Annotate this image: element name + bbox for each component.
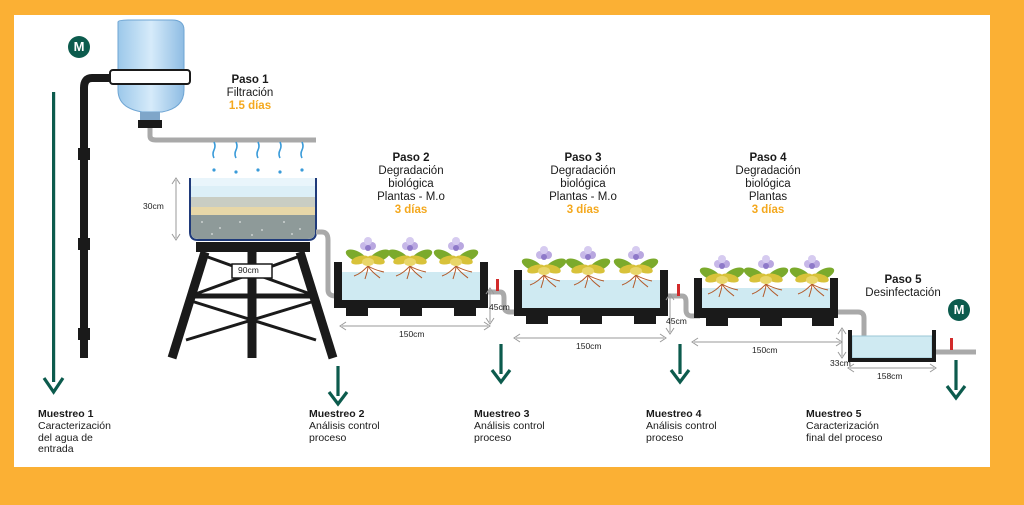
step-1-label: Paso 1 Filtración 1.5 días	[200, 74, 300, 113]
step-1-line: Filtración	[226, 86, 274, 99]
inlet-pipe	[78, 74, 115, 358]
step-3-title: Paso 3	[564, 152, 602, 164]
sample-1-line: Caracterización	[38, 419, 111, 432]
sample-3-title: Muestreo 3	[474, 408, 530, 420]
step-3-line: Degradación	[550, 164, 616, 177]
tank-2	[334, 236, 488, 316]
pipe-tank4-tank5	[838, 309, 867, 336]
sample-4-label: Muestreo 4 Análisis control proceso	[646, 408, 756, 444]
step-2-line: Plantas - M.o	[377, 190, 445, 203]
tank-3	[514, 245, 668, 324]
dimension-lines	[339, 287, 937, 373]
valve-icon	[936, 338, 976, 355]
step-2-label: Paso 2 Degradación biológica Plantas - M…	[356, 152, 466, 216]
step-3-days: 3 días	[566, 203, 600, 216]
tank-5	[848, 330, 936, 362]
step-2-line: biológica	[388, 177, 434, 190]
step-2-line: Degradación	[378, 164, 444, 177]
valve-icon	[488, 279, 520, 315]
sample-5-label: Muestreo 5 Caracterización final del pro…	[806, 408, 926, 444]
sample-2-line: proceso	[309, 431, 347, 444]
sample-1-title: Muestreo 1	[38, 408, 94, 420]
dimension-drop-4-5: 33cm	[830, 358, 851, 368]
sample-1-line: del agua de	[38, 431, 93, 444]
step-2-days: 3 días	[394, 203, 428, 216]
step-5-label: Paso 5 Desinfectación	[848, 274, 958, 300]
step-4-line: Plantas	[748, 190, 788, 203]
step-4-line: biológica	[745, 177, 791, 190]
step-2-title: Paso 2	[392, 152, 430, 164]
dimension-tank2-length: 150cm	[399, 329, 425, 339]
valve-icon	[668, 284, 700, 319]
sample-4-line: proceso	[646, 431, 684, 444]
tank-4	[694, 254, 838, 326]
distribution-pipe	[147, 128, 316, 184]
step-1-days: 1.5 días	[228, 99, 272, 112]
sample-2-line: Análisis control	[309, 419, 380, 432]
sampling-marker-start: M	[68, 36, 90, 58]
dimension-filter-width: 90cm	[238, 265, 259, 275]
dimension-tank3-length: 150cm	[576, 341, 602, 351]
water-jug-icon	[109, 19, 191, 128]
step-4-line: Degradación	[735, 164, 801, 177]
sample-5-line: final del proceso	[806, 431, 883, 444]
sampling-marker-end: M	[948, 299, 970, 321]
sample-4-line: Análisis control	[646, 419, 717, 432]
pipe-filter-tank2	[316, 229, 344, 299]
step-3-line: Plantas - M.o	[549, 190, 617, 203]
sampling-arrow-icon	[669, 342, 691, 384]
sample-2-title: Muestreo 2	[309, 408, 365, 420]
sample-4-title: Muestreo 4	[646, 408, 702, 420]
sample-3-label: Muestreo 3 Análisis control proceso	[474, 408, 584, 444]
step-4-title: Paso 4	[749, 152, 787, 164]
sample-3-line: proceso	[474, 431, 512, 444]
filter-tank	[171, 177, 317, 241]
sample-2-label: Muestreo 2 Análisis control proceso	[309, 408, 419, 444]
step-5-title: Paso 5	[884, 274, 922, 286]
sampling-arrow-icon	[490, 342, 512, 384]
sample-1-label: Muestreo 1 Caracterización del agua de e…	[38, 408, 148, 456]
sample-5-title: Muestreo 5	[806, 408, 862, 420]
sampling-arrow-icon	[945, 358, 967, 400]
dimension-filter-height: 30cm	[143, 201, 164, 211]
dimension-drop-3-4: 45cm	[666, 316, 687, 326]
step-3-line: biológica	[560, 177, 606, 190]
sampling-arrow-icon	[42, 92, 65, 395]
dimension-drop-2-3: 45cm	[489, 302, 510, 312]
sample-1-line: entrada	[38, 443, 74, 456]
sample-5-line: Caracterización	[806, 419, 879, 432]
dimension-tank5-length: 158cm	[877, 371, 903, 381]
step-1-title: Paso 1	[231, 74, 269, 86]
step-4-days: 3 días	[751, 203, 785, 216]
sampling-arrow-icon	[327, 364, 349, 406]
step-4-label: Paso 4 Degradación biológica Plantas 3 d…	[713, 152, 823, 216]
step-3-label: Paso 3 Degradación biológica Plantas - M…	[528, 152, 638, 216]
filter-stand	[167, 242, 338, 360]
dimension-tank4-length: 150cm	[752, 345, 778, 355]
step-5-line: Desinfectación	[865, 286, 941, 299]
sample-3-line: Análisis control	[474, 419, 545, 432]
